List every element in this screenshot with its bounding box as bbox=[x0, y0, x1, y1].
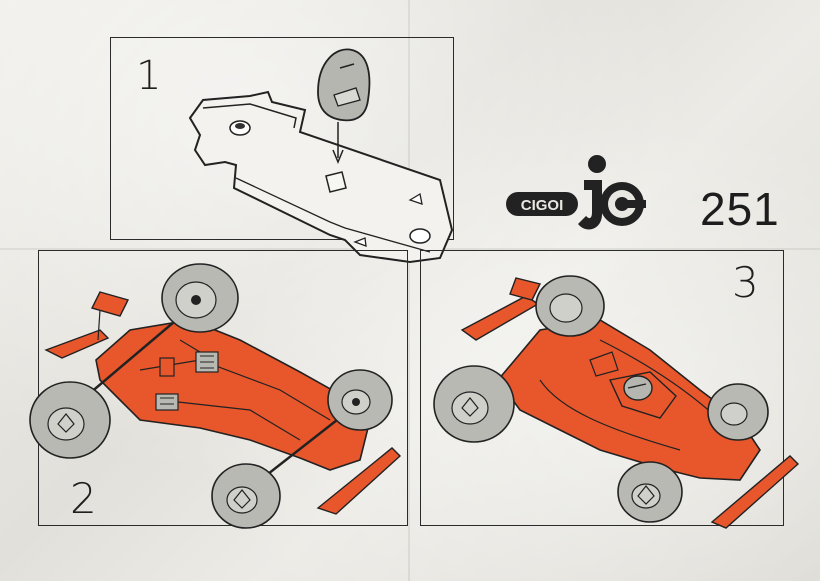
logo-text: CIGOI bbox=[521, 197, 564, 214]
rear-wing bbox=[44, 329, 110, 359]
chassis-hole bbox=[409, 228, 431, 244]
chassis-peg bbox=[325, 171, 347, 193]
wheel bbox=[29, 381, 111, 459]
step-2-number: 2 bbox=[70, 474, 97, 523]
driver-helmet bbox=[623, 375, 653, 401]
wheel bbox=[161, 263, 239, 333]
chassis-plate bbox=[188, 90, 454, 264]
paper-crease bbox=[408, 0, 410, 581]
driver-helmet bbox=[317, 48, 371, 122]
rear-wing bbox=[460, 295, 540, 341]
wheel bbox=[211, 463, 281, 529]
down-arrow-icon bbox=[332, 149, 344, 164]
step-3-number: 3 bbox=[732, 258, 759, 307]
step-1-number: 1 bbox=[136, 53, 162, 99]
wheel bbox=[433, 365, 515, 443]
brand-logo: CIGOI bbox=[506, 155, 646, 230]
wheel bbox=[617, 461, 683, 523]
front-wing bbox=[710, 455, 800, 529]
front-wing bbox=[316, 447, 402, 515]
wheel bbox=[327, 369, 393, 431]
step-3-panel bbox=[420, 250, 784, 526]
wheel bbox=[535, 275, 605, 337]
step-2-panel bbox=[38, 250, 408, 526]
model-number: 251 bbox=[700, 183, 780, 235]
wheel bbox=[707, 383, 769, 441]
step-1-panel bbox=[110, 37, 454, 240]
